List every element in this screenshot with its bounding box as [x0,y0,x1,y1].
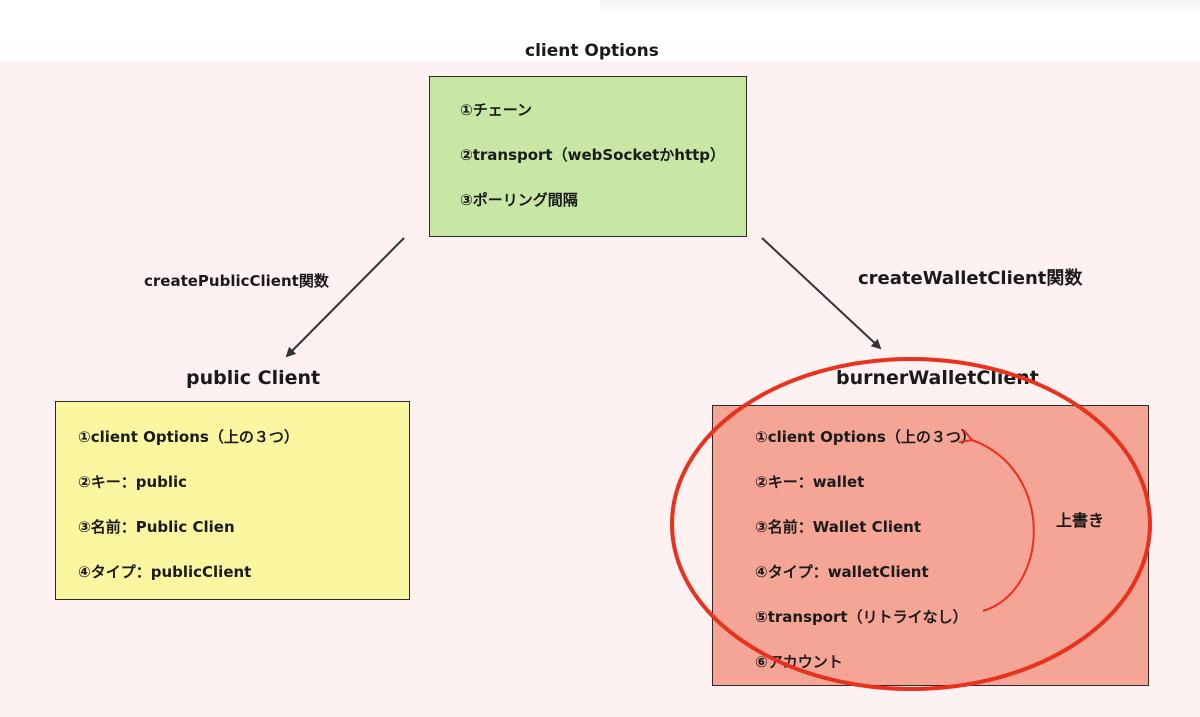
wallet-item-4: ④タイプ：walletClient [755,563,929,581]
options-box[interactable]: ①チェーン ②transport（webSocketかhttp） ③ポーリング間… [429,76,747,237]
overwrite-label: 上書き [1056,511,1105,530]
top-shadow [600,0,1200,14]
wallet-item-2: ②キー：wallet [755,473,865,491]
options-item-3: ③ポーリング間隔 [460,191,578,209]
public-item-2: ②キー：public [78,473,188,491]
options-title: client Options [525,41,659,61]
edge-label-wallet: createWalletClient関数 [858,268,1083,289]
public-item-1: ①client Options（上の３つ） [78,428,299,446]
wallet-highlight-ellipse [670,357,1152,691]
public-item-3: ③名前：Public Clien [78,518,235,536]
arrow-to-wallet [761,237,882,350]
wallet-item-6: ⑥アカウント [755,653,843,671]
arrow-to-public [285,237,405,358]
options-item-1: ①チェーン [460,101,532,119]
overwrite-arrow [972,440,1035,612]
public-box[interactable]: ①client Options（上の３つ） ②キー：public ③名前：Pub… [55,401,410,600]
wallet-title: burnerWalletClient [836,367,1039,389]
wallet-item-3: ③名前：Wallet Client [755,518,921,536]
options-item-2: ②transport（webSocketかhttp） [460,146,726,164]
wallet-item-1: ①client Options（上の３つ） [755,428,976,446]
public-title: public Client [186,367,321,389]
wallet-box[interactable]: ①client Options（上の３つ） ②キー：wallet ③名前：Wal… [712,405,1149,686]
wallet-item-5: ⑤transport（リトライなし） [755,608,968,626]
public-item-4: ④タイプ：publicClient [78,563,252,581]
edge-label-public: createPublicClient関数 [144,272,329,290]
